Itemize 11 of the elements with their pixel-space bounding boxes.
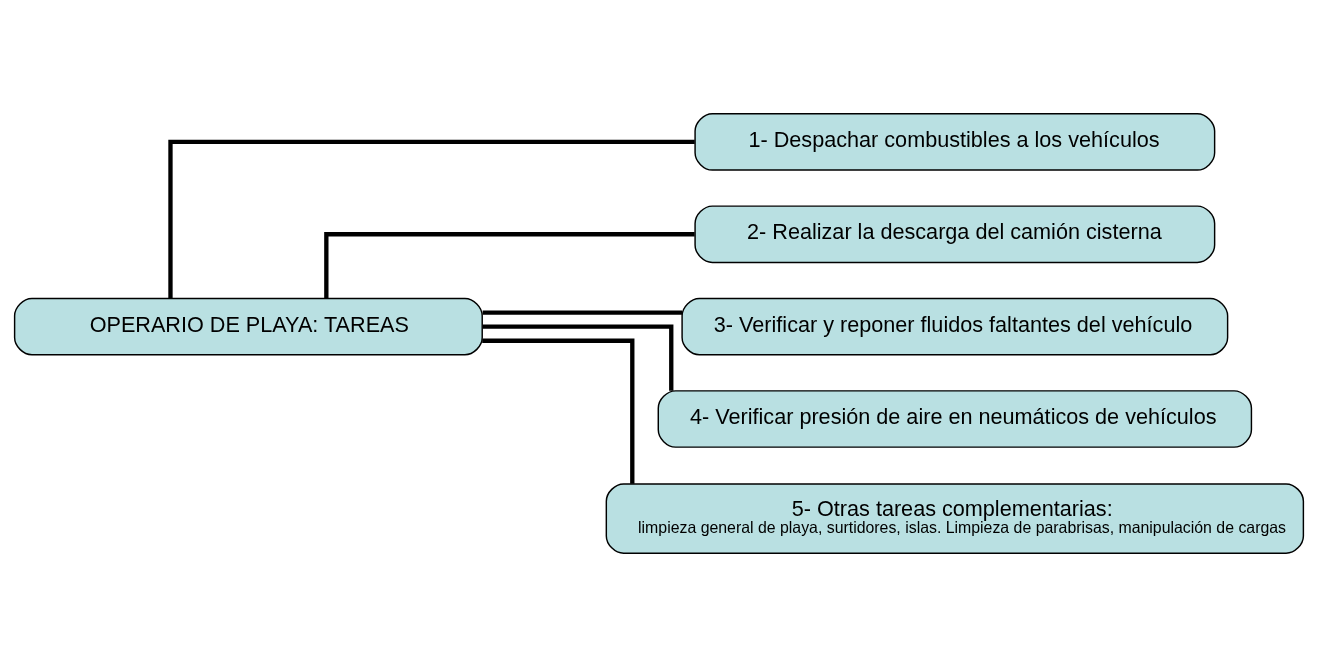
node-box: 3- Verificar y reponer fluidos faltantes del vehículo bbox=[681, 297, 1229, 356]
connector bbox=[168, 139, 695, 299]
connector bbox=[482, 324, 674, 391]
connector bbox=[482, 338, 635, 484]
node-box: 2- Realizar la descarga del camión cisterna bbox=[694, 205, 1216, 264]
node-box: OPERARIO DE PLAYA: TAREAS bbox=[13, 297, 483, 356]
connector bbox=[482, 310, 683, 315]
node-box: 5- Otras tareas complementarias: limpieza general de playa, surtidores, islas. Limpieza de parabrisas, manipulación de cargas bbox=[605, 483, 1305, 554]
node-box: 4- Verificar presión de aire en neumáticos de vehículos bbox=[657, 390, 1253, 448]
connector bbox=[324, 232, 695, 299]
node-box: 1- Despachar combustibles a los vehículos bbox=[694, 113, 1216, 171]
